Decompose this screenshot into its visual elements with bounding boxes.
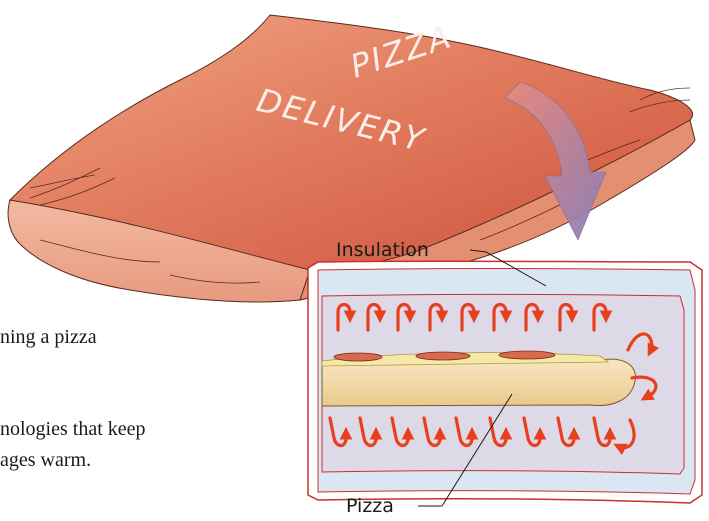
pizza <box>322 351 635 406</box>
pepperoni-3 <box>499 351 555 359</box>
insulation-label: Insulation <box>336 239 429 261</box>
caption-line-3: ages warm. <box>0 449 91 472</box>
pizza-label: Pizza <box>346 495 394 517</box>
pepperoni-1 <box>334 353 382 361</box>
pepperoni-2 <box>416 352 470 360</box>
caption-line-1: ning a pizza <box>0 326 97 349</box>
caption-line-2: nologies that keep <box>0 418 146 441</box>
cross-section <box>308 250 702 506</box>
